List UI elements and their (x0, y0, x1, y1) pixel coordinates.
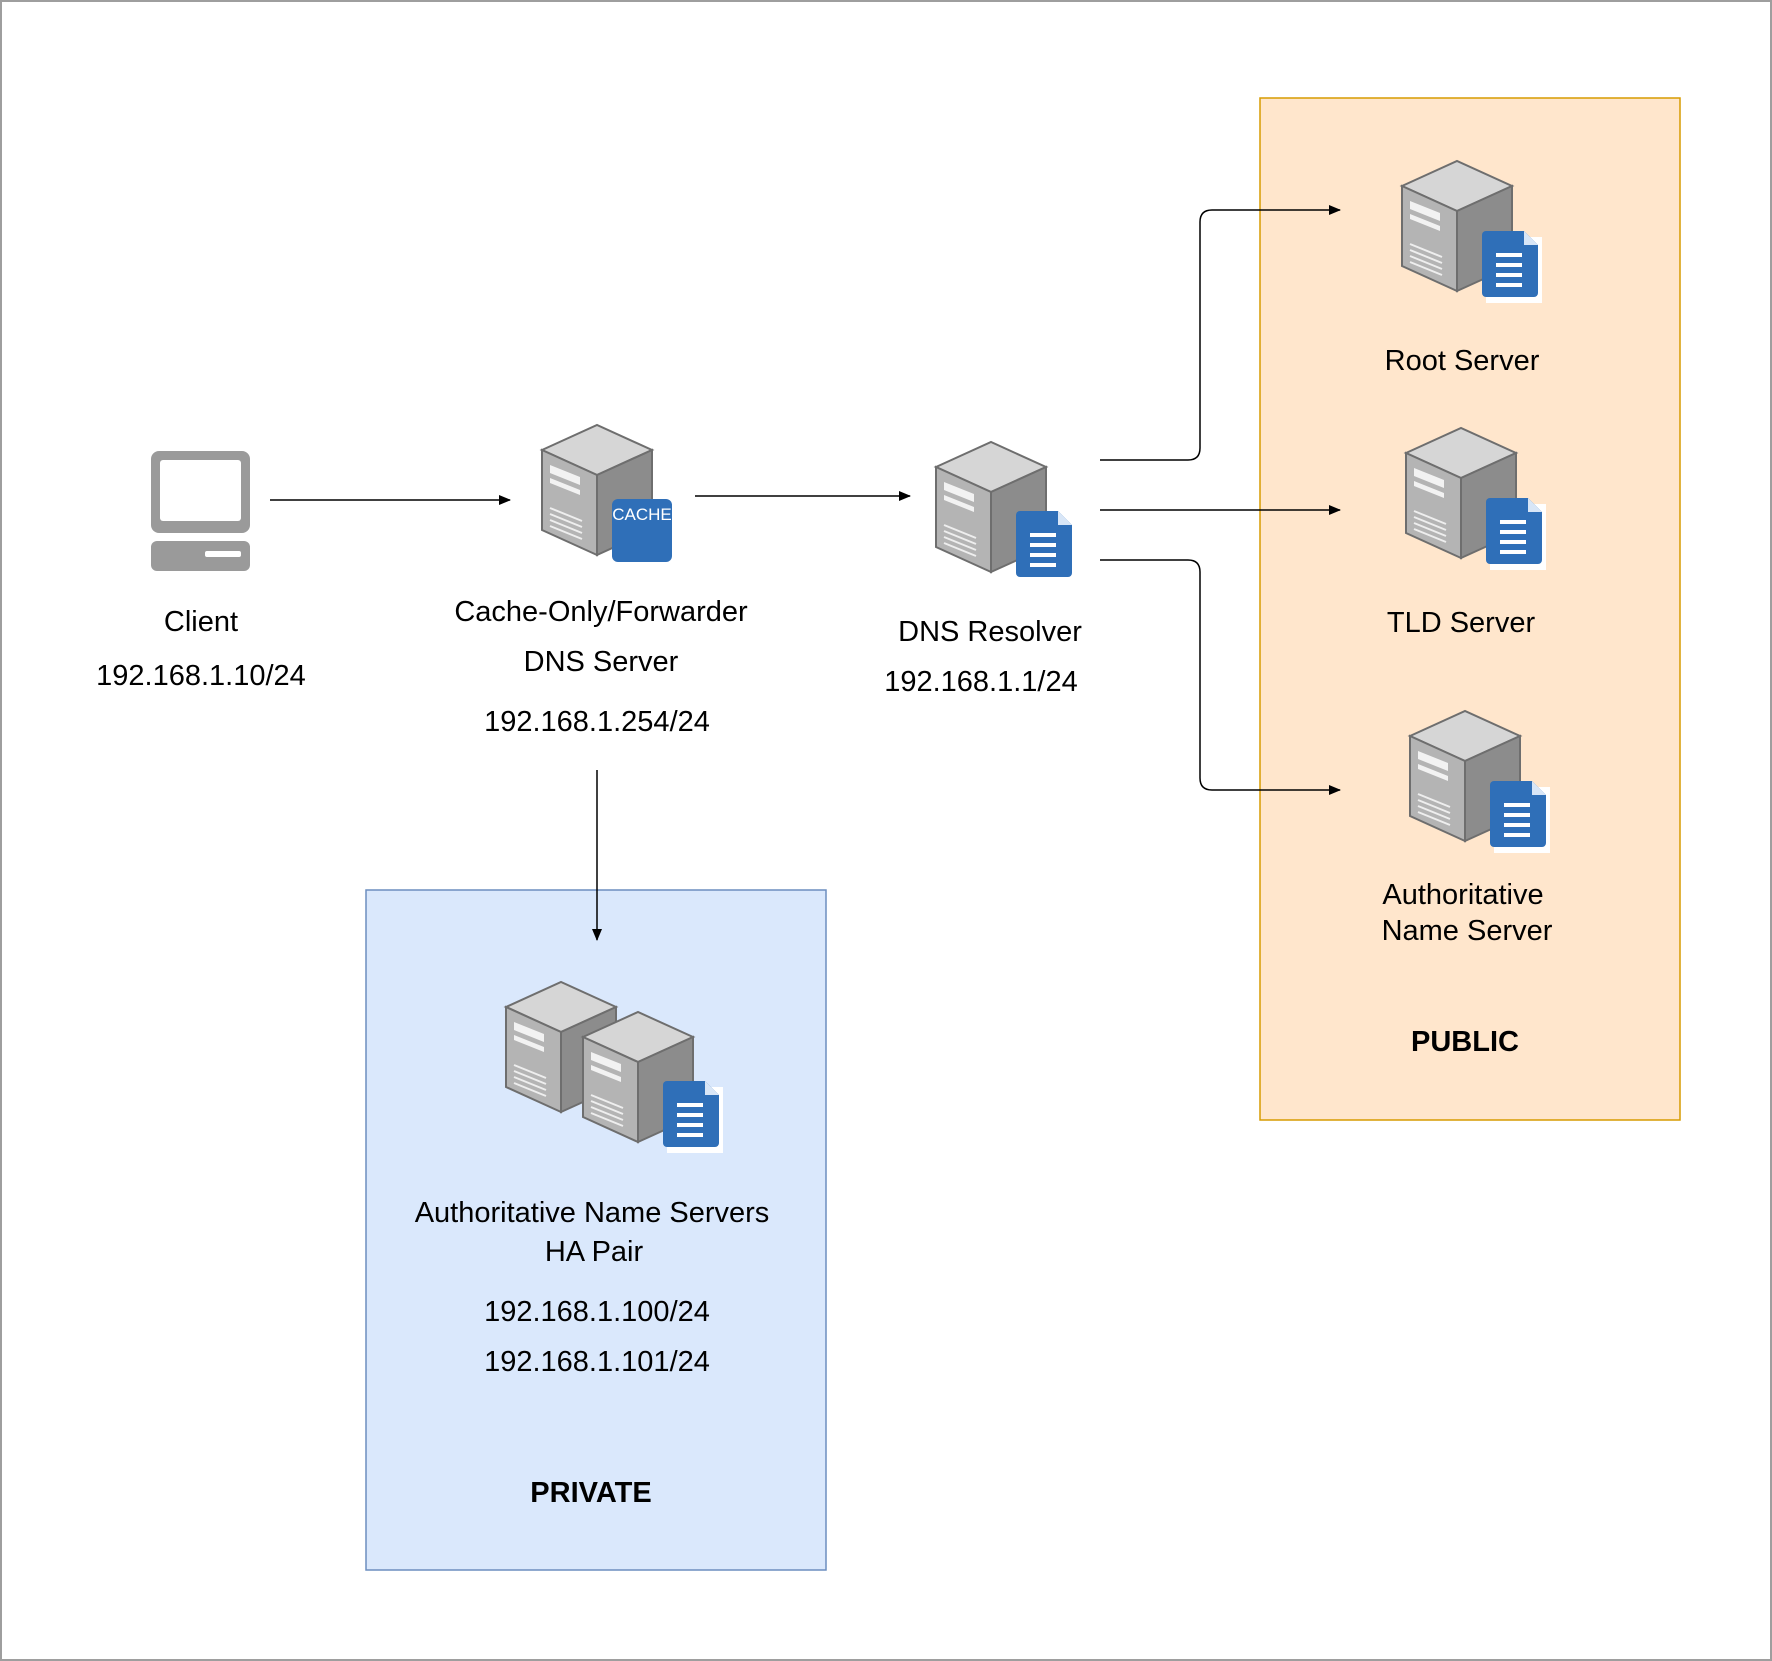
public-auth-name-line2: Name Server (1382, 915, 1553, 947)
private-auth-name-line2: HA Pair (545, 1236, 644, 1268)
forwarder-node[interactable]: CACHE Cache-Only/Forwarder DNS Server 19… (454, 424, 748, 738)
resolver-name: DNS Resolver (898, 616, 1082, 648)
private-authoritative-node[interactable]: Authoritative Name Servers HA Pair 192.1… (415, 981, 770, 1378)
edge-resolver-to-authoritative (1100, 559, 1341, 795)
resolver-ip: 192.168.1.1/24 (884, 666, 1078, 698)
private-auth-name-line1: Authoritative Name Servers (415, 1197, 770, 1229)
private-auth-ip2: 192.168.1.101/24 (484, 1346, 710, 1378)
tld-server-node[interactable]: TLD Server (1387, 427, 1546, 639)
resolver-node[interactable]: DNS Resolver 192.168.1.1/24 (884, 441, 1082, 698)
cache-server-icon: CACHE (541, 424, 672, 562)
forwarder-name-line2: DNS Server (524, 646, 679, 678)
edge-resolver-to-root (1100, 205, 1341, 461)
forwarder-ip: 192.168.1.254/24 (484, 706, 710, 738)
public-authoritative-node[interactable]: Authoritative Name Server (1382, 710, 1553, 947)
client-name: Client (164, 606, 238, 638)
private-zone-title: PRIVATE (530, 1477, 651, 1509)
private-zone: PRIVATE (365, 889, 827, 1571)
forwarder-name-line1: Cache-Only/Forwarder (454, 596, 748, 628)
private-auth-ip1: 192.168.1.100/24 (484, 1296, 710, 1328)
cache-badge-text: CACHE (612, 505, 672, 524)
tld-server-name: TLD Server (1387, 607, 1536, 639)
client-ip: 192.168.1.10/24 (96, 660, 306, 692)
connections (270, 205, 1341, 941)
public-auth-name-line1: Authoritative (1382, 879, 1543, 911)
private-zone-box (365, 889, 827, 1571)
client-node[interactable]: Client 192.168.1.10/24 (96, 451, 306, 692)
monitor-icon (151, 451, 250, 571)
public-zone-title: PUBLIC (1411, 1026, 1519, 1058)
root-server-name: Root Server (1385, 345, 1540, 377)
root-server-node[interactable]: Root Server (1385, 160, 1542, 377)
